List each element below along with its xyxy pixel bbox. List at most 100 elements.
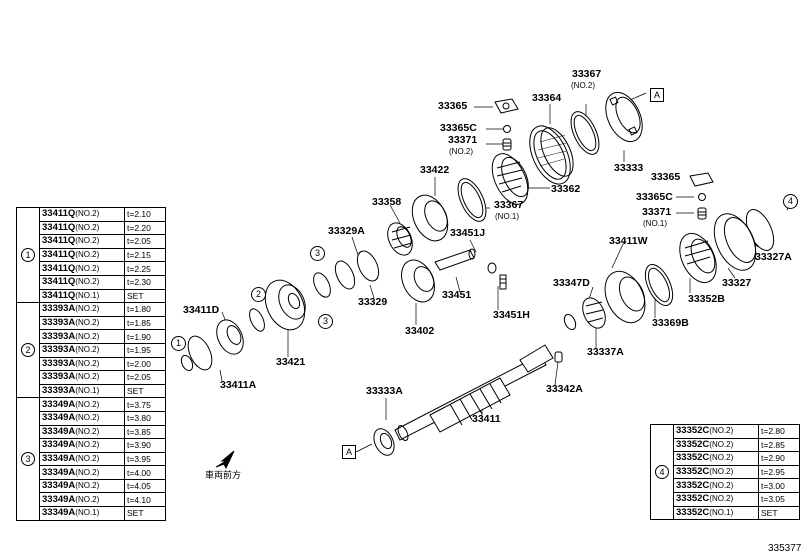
- part-qualifier: (NO.2): [709, 480, 734, 490]
- callout-33371-right: 33371: [642, 206, 672, 218]
- callout-33411a: 33411A: [220, 379, 257, 391]
- part-number-cell: 33352C(NO.2): [673, 451, 759, 466]
- part-qualifier: (NO.1): [75, 508, 100, 518]
- part-number-cell: 33393A(NO.2): [39, 342, 125, 358]
- part-number-cell: 33349A(NO.2): [39, 478, 125, 494]
- parts-row: 33352C(NO.2)t=3.05: [651, 491, 800, 507]
- part-number: 33393A: [42, 357, 76, 369]
- callout-33333: 33333: [614, 162, 644, 174]
- parts-row: 33411Q(NO.2)t=2.20: [17, 220, 166, 236]
- parts-row: 33393A(NO.2)t=1.95: [17, 342, 166, 358]
- thickness-cell: t=2.05: [124, 234, 166, 249]
- callout-circle-3-top: 3: [310, 246, 325, 261]
- reverse-idler-group: [401, 248, 507, 303]
- part-number: 33393A: [42, 344, 76, 356]
- parts-row: 33393A(NO.1)SET: [17, 383, 166, 399]
- part-qualifier: (NO.2): [75, 345, 100, 355]
- part-qualifier: (NO.1): [75, 386, 100, 396]
- part-number: 33393A: [42, 330, 76, 342]
- part-number-cell: 33352C(NO.2): [673, 424, 759, 439]
- parts-row: 33411Q(NO.2)t=2.05: [17, 234, 166, 249]
- callout-33365-top: 33365: [438, 100, 468, 112]
- callout-33342a: 33342A: [546, 383, 583, 395]
- callout-33411w: 33411W: [609, 235, 648, 247]
- thickness-cell: t=2.85: [758, 437, 800, 453]
- thickness-cell: t=1.85: [124, 315, 166, 331]
- part-qualifier: (NO.1): [75, 290, 100, 300]
- part-qualifier: (NO.2): [75, 304, 100, 314]
- thickness-cell: t=2.05: [124, 370, 166, 385]
- part-number: 33349A: [42, 507, 76, 519]
- callout-33329: 33329: [358, 296, 388, 308]
- part-number: 33411Q: [42, 221, 76, 233]
- part-qualifier: (NO.2): [75, 440, 100, 450]
- group-number-cell: 3: [16, 397, 40, 521]
- parts-row: 33349A(NO.2)t=4.00: [17, 465, 166, 480]
- part-number: 33352C: [676, 438, 710, 450]
- part-number-cell: 33349A(NO.2): [39, 451, 125, 467]
- thickness-cell: t=2.90: [758, 451, 800, 466]
- callout-33333a: 33333A: [366, 385, 403, 397]
- part-qualifier: (NO.2): [709, 426, 734, 436]
- callout-33362: 33362: [551, 183, 581, 195]
- parts-row: 33352C(NO.1)SET: [651, 505, 800, 521]
- part-qualifier: (NO.2): [75, 399, 100, 409]
- diagram-id: 335377: [768, 543, 802, 554]
- thickness-cell: SET: [124, 506, 166, 521]
- part-number: 33352C: [676, 425, 710, 437]
- thickness-cell: SET: [124, 383, 166, 399]
- thickness-cell: t=2.25: [124, 261, 166, 276]
- parts-row: 33393A(NO.2)t=2.05: [17, 370, 166, 385]
- parts-row: 33349A(NO.2)t=3.80: [17, 410, 166, 426]
- thickness-cell: t=2.10: [124, 207, 166, 222]
- parts-row: 33352C(NO.2)t=2.85: [651, 437, 800, 453]
- part-qualifier: (NO.2): [75, 413, 100, 423]
- callout-33367-mid-note: (NO.1): [495, 212, 519, 221]
- part-number: 33352C: [676, 452, 710, 464]
- part-qualifier: (NO.2): [709, 453, 734, 463]
- callout-33451h: 33451H: [493, 309, 530, 321]
- callout-33327: 33327: [722, 277, 752, 289]
- callout-33451j: 33451J: [450, 227, 486, 239]
- part-number: 33393A: [42, 317, 76, 329]
- group-number: 2: [21, 343, 35, 358]
- part-qualifier: (NO.1): [709, 507, 734, 517]
- callout-33451: 33451: [442, 289, 472, 301]
- part-qualifier: (NO.2): [75, 222, 100, 232]
- thickness-cell: SET: [758, 505, 800, 521]
- parts-row: 33352C(NO.2)t=2.95: [651, 464, 800, 480]
- parts-row: 33411Q(NO.2)t=2.30: [17, 274, 166, 290]
- part-number: 33411Q: [42, 262, 76, 274]
- thickness-cell: t=2.20: [124, 220, 166, 236]
- part-number-cell: 33349A(NO.2): [39, 397, 125, 412]
- parts-row: 33349A(NO.2)t=3.95: [17, 451, 166, 467]
- part-number-cell: 33352C(NO.2): [673, 437, 759, 453]
- thickness-cell: t=4.05: [124, 478, 166, 494]
- part-number: 33352C: [676, 493, 710, 505]
- part-qualifier: (NO.2): [75, 209, 100, 219]
- part-number-cell: 33411Q(NO.2): [39, 207, 125, 222]
- part-qualifier: (NO.2): [75, 426, 100, 436]
- callout-33337a: 33337A: [587, 346, 624, 358]
- synchro-group-upper: [387, 91, 643, 256]
- thickness-cell: t=3.90: [124, 438, 166, 453]
- callout-circle-4: 4: [783, 194, 798, 209]
- callout-33369b: 33369B: [652, 317, 689, 329]
- callout-33367-top-note: (NO.2): [571, 81, 595, 90]
- front-direction-arrow: [215, 450, 235, 470]
- part-qualifier: (NO.2): [709, 439, 734, 449]
- part-qualifier: (NO.2): [75, 372, 100, 382]
- part-number-cell: 33411Q(NO.2): [39, 220, 125, 236]
- callout-33371-top-note: (NO.2): [449, 147, 473, 156]
- thickness-cell: t=1.80: [124, 302, 166, 317]
- callout-33421: 33421: [276, 356, 306, 368]
- parts-row: 33411Q(NO.1)SET: [17, 288, 166, 304]
- callout-33329a: 33329A: [328, 225, 365, 237]
- part-number: 33411Q: [42, 235, 76, 247]
- part-number: 33349A: [42, 480, 76, 492]
